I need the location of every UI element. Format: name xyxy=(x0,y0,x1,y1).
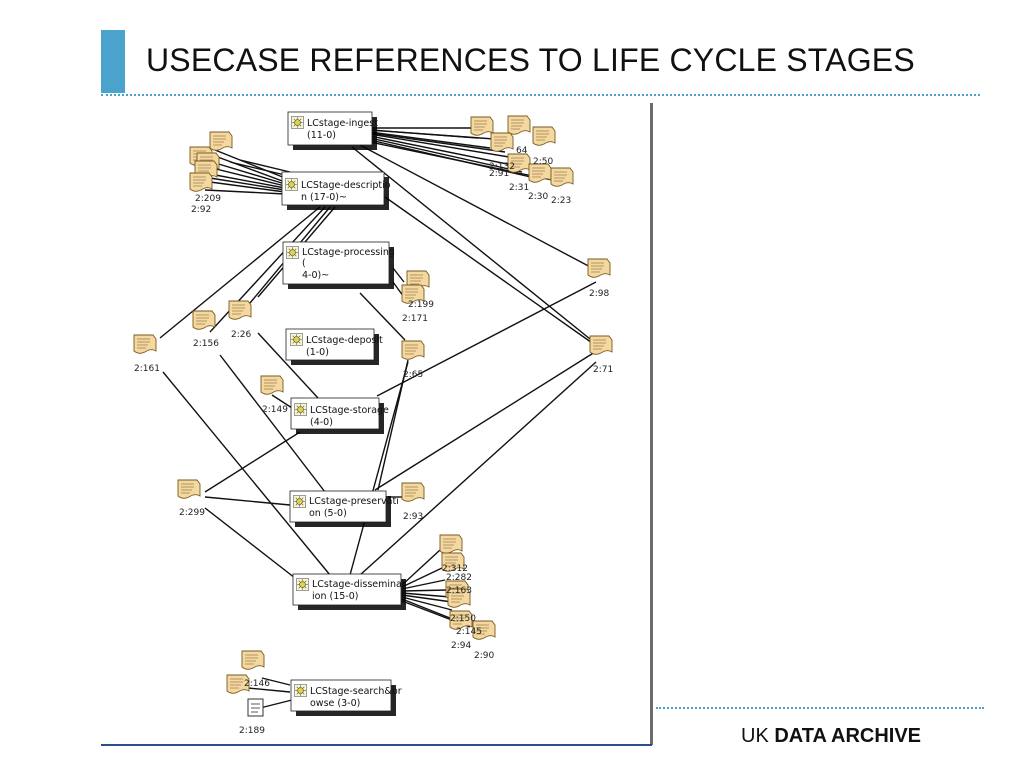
doc-icon xyxy=(507,115,531,135)
doc-icon xyxy=(589,335,613,355)
stage-preservation-line-2: on (5-0) xyxy=(309,508,347,519)
doc-icon xyxy=(401,340,425,360)
doc-icon xyxy=(532,126,556,146)
doc-label-299: 2:299 xyxy=(179,508,205,518)
footer-rule xyxy=(101,744,652,746)
doc-icon xyxy=(587,258,611,278)
doc-icon xyxy=(192,310,216,330)
document-icons xyxy=(133,115,613,717)
stage-node-deposit: LCstage-deposit (1-0) xyxy=(285,328,383,365)
doc-icon xyxy=(177,479,201,499)
doc-label-161: 2:161 xyxy=(134,364,160,374)
doc-label-132: 2:132 xyxy=(489,162,515,172)
stage-deposit-line-2: (1-0) xyxy=(306,347,329,358)
doc-icon xyxy=(241,650,265,670)
stage-node-dissemination: LCstage-disseminat ion (15-0) xyxy=(292,573,406,610)
doc-label-50: 2:50 xyxy=(533,157,553,167)
stage-node-preservation: LCstage-preservati on (5-0) xyxy=(289,490,399,527)
title-divider xyxy=(101,94,980,96)
stage-dissemination-line-2: ion (15-0) xyxy=(312,591,358,602)
brand-prefix: UK xyxy=(741,725,769,747)
doc-label-149: 2:149 xyxy=(262,405,288,415)
doc-label-156: 2:156 xyxy=(193,339,219,349)
doc-icon xyxy=(439,534,463,554)
doc-label-92: 2:92 xyxy=(191,205,211,215)
doc-label-23: 2:23 xyxy=(551,196,571,206)
doc-label-282: 2:282 xyxy=(446,573,472,583)
doc-label-98: 2:98 xyxy=(589,289,609,299)
doc-label-163: 2:163 xyxy=(446,586,472,596)
doc-label-150: 2:150 xyxy=(450,614,476,624)
doc-icon xyxy=(133,334,157,354)
doc-label-91: 2:91 xyxy=(489,169,509,179)
stage-search-line-2: owse (3-0) xyxy=(310,698,360,709)
stage-storage-line-1: LCStage-storage xyxy=(310,405,389,416)
diagram-panel-edge xyxy=(650,103,653,745)
doc-label-71: 2:71 xyxy=(593,365,613,375)
doc-label-30: 2:30 xyxy=(528,192,548,202)
stage-dissemination-line-1: LCstage-disseminat xyxy=(312,579,406,590)
stage-node-description: LCStage-descriptio n (17-0)~ xyxy=(281,171,391,210)
doc-label-90: 2:90 xyxy=(474,651,494,661)
doc-label-64: 64 xyxy=(516,146,528,156)
stage-node-processing: LCstage-processing ( 4-0)~ xyxy=(282,241,395,289)
stage-description-line-1: LCStage-descriptio xyxy=(301,180,391,191)
doc-label-65: 2:65 xyxy=(403,370,423,380)
doc-label-209: 2:209 xyxy=(195,194,221,204)
doc-label-199: 2:199 xyxy=(408,300,434,310)
stage-search-line-1: LCStage-search&br xyxy=(310,686,402,697)
stage-description-line-2: n (17-0)~ xyxy=(301,192,347,203)
doc-label-94: 2:94 xyxy=(451,641,471,651)
doc-label-146: 2:146 xyxy=(244,679,270,689)
footer-dotted-rule xyxy=(656,707,984,709)
stage-node-ingest: LCstage-ingest (11-0) xyxy=(287,111,378,150)
stage-ingest-line-1: LCstage-ingest xyxy=(307,118,378,129)
doc-icon xyxy=(470,116,494,136)
stage-processing-line-1: LCstage-processing xyxy=(302,247,395,258)
connection-lines xyxy=(159,127,597,709)
stage-processing-line-3: 4-0)~ xyxy=(302,270,329,281)
stage-ingest-line-2: (11-0) xyxy=(307,130,336,141)
doc-icon xyxy=(401,482,425,502)
doc-icon xyxy=(550,167,574,187)
document-labels: 2:98 2:71 2:161 2:156 2:26 2:149 2:299 2… xyxy=(134,146,613,736)
brand-logo: UK DATA ARCHIVE xyxy=(741,725,921,748)
stage-preservation-line-1: LCstage-preservati xyxy=(309,496,399,507)
doc-icon xyxy=(209,131,233,151)
doc-icon xyxy=(260,375,284,395)
doc-icon xyxy=(228,300,252,320)
stage-storage-line-2: (4-0) xyxy=(310,417,333,428)
doc-icon xyxy=(189,172,213,192)
doc-label-145: 2:145 xyxy=(456,627,482,637)
stage-node-search: LCStage-search&br owse (3-0) xyxy=(290,679,402,716)
doc-icon xyxy=(490,132,514,152)
stage-node-storage: LCStage-storage (4-0) xyxy=(290,397,389,434)
brand-name: DATA ARCHIVE xyxy=(774,725,922,747)
doc-label-31: 2:31 xyxy=(509,183,529,193)
stage-deposit-line-1: LCstage-deposit xyxy=(306,335,383,346)
title-accent-bar xyxy=(101,30,125,93)
doc-label-312: 2:312 xyxy=(442,564,468,574)
doc-label-171: 2:171 xyxy=(402,314,428,324)
slide-title: USECASE REFERENCES TO LIFE CYCLE STAGES xyxy=(146,42,915,78)
doc-label-26: 2:26 xyxy=(231,330,251,340)
stage-processing-line-2: ( xyxy=(302,258,306,269)
doc-label-93: 2:93 xyxy=(403,512,423,522)
doc-label-189: 2:189 xyxy=(239,726,265,736)
